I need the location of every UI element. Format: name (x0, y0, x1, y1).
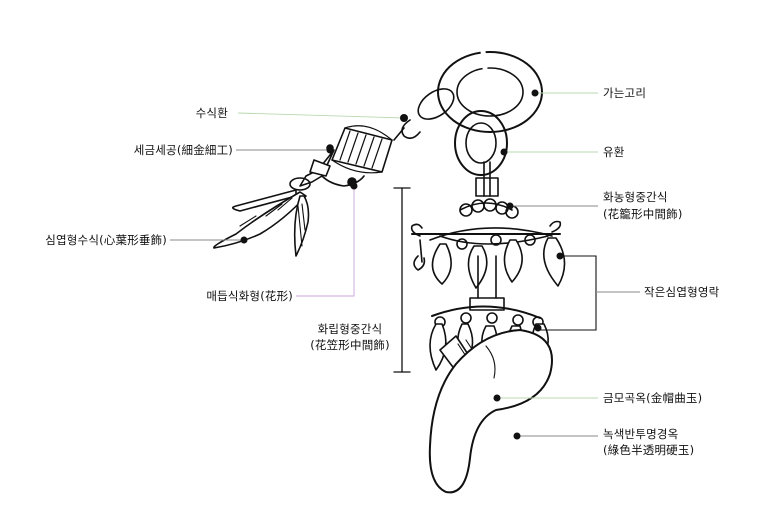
leader-jageun-bracket (540, 255, 597, 331)
label-hwanong-line2: (花籠形中間飾) (603, 207, 683, 221)
label-simyeop-susik: 심엽형수식(心葉形垂飾) (45, 233, 167, 247)
label-geummo: 금모곡옥(金帽曲玉) (603, 391, 703, 405)
label-hwarip-line1: 화립형중간식 (317, 322, 383, 336)
label-yuhwan: 유환 (603, 145, 625, 159)
leader-susikhwan (237, 112, 405, 119)
central-rod (475, 161, 499, 197)
thin-ring (437, 48, 543, 133)
label-maedeup: 매듭식화형(花形) (206, 289, 293, 303)
leaf-pendants-left (213, 189, 310, 257)
label-hwarip-line2: (花笠形中間飾) (310, 338, 390, 352)
knot-ring (289, 177, 311, 191)
label-susikhwan: 수식환 (195, 106, 228, 120)
lower-ornament (431, 305, 544, 328)
curved-jade (428, 329, 553, 494)
pendant-hanger-ring (393, 88, 455, 141)
granulated-cap (299, 125, 393, 187)
leader-maedeup (296, 186, 355, 297)
small-ring (454, 110, 508, 176)
label-noksaek-line1: 녹색반투명경옥 (603, 427, 679, 441)
middle-rod (469, 255, 505, 311)
label-segeum: 세금세공(細金細工) (133, 143, 233, 157)
label-hwanong-line1: 화농형중간식 (603, 190, 668, 204)
label-ganeun-gori: 가는고리 (603, 86, 647, 100)
small-leaves-row1 (431, 234, 566, 289)
label-noksaek-line2: (綠色半透明硬玉) (603, 443, 695, 457)
label-jageun-simyeop: 작은심엽형영락 (644, 285, 720, 299)
span-bracket (393, 187, 411, 373)
